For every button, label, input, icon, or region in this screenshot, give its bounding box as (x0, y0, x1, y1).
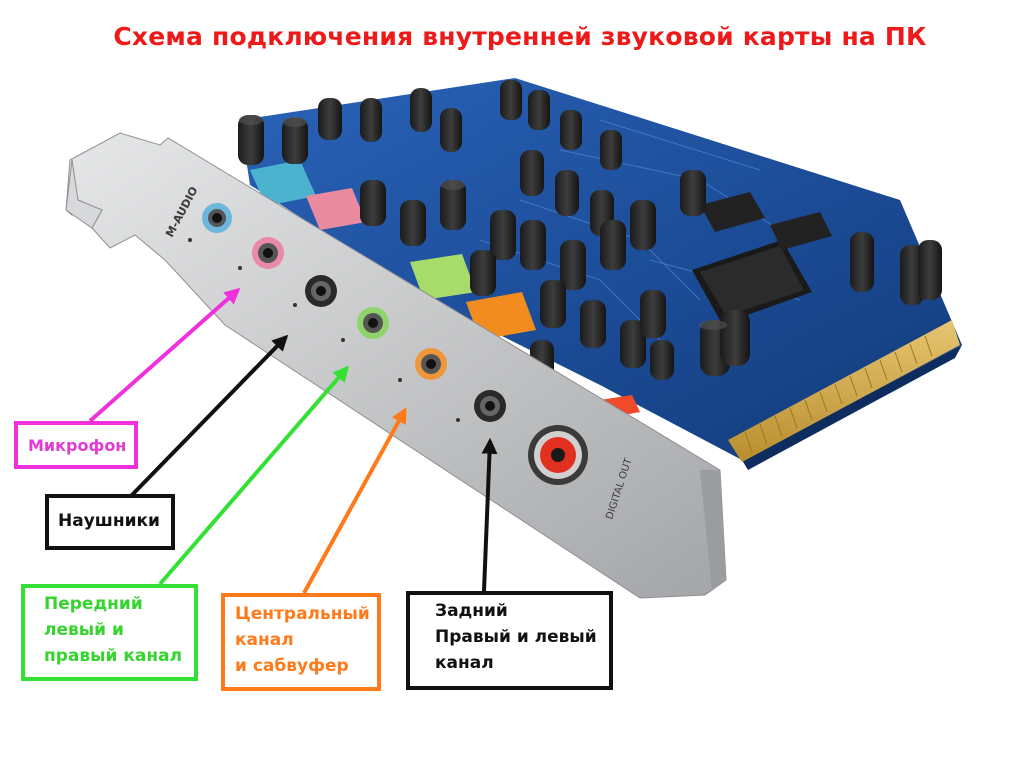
label-rear-line-1: Задний (435, 601, 508, 621)
label-headphones-line-1: Наушники (58, 511, 160, 531)
label-center-line-3: и сабвуфер (235, 656, 349, 676)
jack-rear-black[interactable] (474, 390, 506, 422)
arrow-center (302, 407, 407, 594)
label-center-line-1: Центральный (235, 604, 370, 624)
jack-center-orange[interactable] (415, 348, 447, 380)
label-center-subwoofer: Центральный канал и сабвуфер (221, 593, 381, 691)
jack-digital-out-rca[interactable] (528, 425, 588, 485)
jack-front-green[interactable] (357, 307, 389, 339)
jack-symbols (188, 238, 460, 422)
label-headphones: Наушники (45, 494, 175, 550)
label-front-line-1: Передний (44, 594, 143, 614)
label-microphone: Микрофон (14, 421, 138, 469)
arrow-headphones (129, 334, 289, 498)
jack-blue[interactable] (202, 203, 232, 233)
arrow-rear (481, 437, 498, 592)
pci-gold-connector (728, 320, 960, 462)
green-jack-block (410, 254, 476, 300)
diagram-title: Схема подключения внутренней звуковой ка… (113, 22, 927, 51)
label-front-line-2: левый и (44, 620, 124, 640)
label-rear-channel: Задний Правый и левый канал (406, 591, 613, 690)
jack-microphone[interactable] (252, 237, 284, 269)
label-rear-line-2: Правый и левый (435, 627, 597, 647)
blue-jack-block (250, 160, 316, 206)
pink-jack-block (306, 188, 366, 230)
arrow-front (158, 365, 350, 586)
label-microphone-line-1: Микрофон (28, 436, 127, 455)
metal-bracket: M-AUDIO DIGITAL OUT (65, 132, 727, 599)
arrow-microphone (88, 287, 241, 423)
jack-headphones[interactable] (305, 275, 337, 307)
label-front-line-3: правый канал (44, 646, 183, 666)
label-center-line-2: канал (235, 630, 294, 650)
arrows (88, 287, 498, 594)
label-front-channel: Передний левый и правый канал (21, 584, 198, 681)
label-rear-line-3: канал (435, 653, 494, 673)
pcb-board (238, 78, 962, 470)
